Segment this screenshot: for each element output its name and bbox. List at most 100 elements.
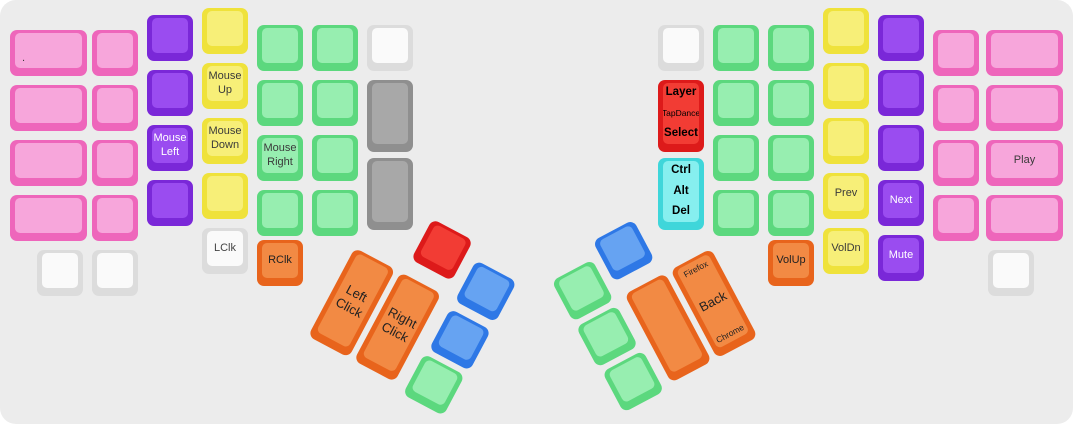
key-label: Mouse <box>208 70 242 83</box>
key-purple-blank[interactable] <box>147 180 193 226</box>
key-pink-blank[interactable] <box>986 85 1063 131</box>
keycap-surface <box>718 138 754 173</box>
keycap-surface <box>993 253 1029 288</box>
keycap-surface <box>718 193 754 228</box>
keycap-surface <box>97 253 133 288</box>
key-pink-blank[interactable] <box>986 195 1063 241</box>
key-yellow-blank[interactable] <box>823 118 869 164</box>
keycap-surface <box>97 88 133 123</box>
keycap-surface <box>15 198 82 233</box>
keycap-surface <box>15 143 82 178</box>
keycap-surface <box>97 33 133 68</box>
key-voldn[interactable]: VolDn <box>823 228 869 274</box>
key-mute[interactable]: Mute <box>878 235 924 281</box>
key-green-blank[interactable] <box>768 190 814 236</box>
keycap-surface <box>883 128 919 163</box>
key-green-blank[interactable] <box>713 190 759 236</box>
key-green-blank[interactable] <box>257 25 303 71</box>
keycap-surface <box>262 193 298 228</box>
keycap-surface: Mute <box>883 238 919 273</box>
keycap-surface <box>462 265 512 313</box>
key-rclk[interactable]: RClk <box>257 240 303 286</box>
key-pink-blank[interactable] <box>933 85 979 131</box>
keycap-surface <box>317 193 353 228</box>
key-green-blank[interactable] <box>312 80 358 126</box>
key-green-blank[interactable] <box>713 80 759 126</box>
key-white-blank[interactable] <box>37 250 83 296</box>
keycap-surface <box>718 83 754 118</box>
key-purple-blank[interactable] <box>878 125 924 171</box>
key-green-blank[interactable] <box>768 135 814 181</box>
key-gray-blank[interactable] <box>367 80 413 152</box>
key-green-blank[interactable] <box>768 25 814 71</box>
key-pink-blank[interactable] <box>986 30 1063 76</box>
keycap-surface <box>372 28 408 63</box>
key-pink-blank[interactable] <box>92 30 138 76</box>
key-purple-blank[interactable] <box>147 15 193 61</box>
key-label: Back <box>696 287 729 315</box>
key-pink-blank[interactable] <box>10 140 87 186</box>
key-purple-blank[interactable] <box>878 70 924 116</box>
keycap-surface <box>773 83 809 118</box>
keycap-surface <box>991 88 1058 123</box>
keycap-surface <box>938 143 974 178</box>
key-pink-blank[interactable] <box>92 85 138 131</box>
key-white-blank[interactable] <box>988 250 1034 296</box>
key-volup[interactable]: VolUp <box>768 240 814 286</box>
key-green-blank[interactable] <box>713 135 759 181</box>
key-label: Up <box>217 83 233 96</box>
key-period[interactable]: . <box>10 30 87 76</box>
keycap-surface <box>410 358 460 407</box>
key-next[interactable]: Next <box>878 180 924 226</box>
key-pink-blank[interactable] <box>10 195 87 241</box>
key-prev[interactable]: Prev <box>823 173 869 219</box>
key-label: Next <box>889 193 913 206</box>
keycap-surface: LClk <box>207 231 243 266</box>
key-white-blank[interactable] <box>367 25 413 71</box>
keycap-surface: . <box>15 33 82 68</box>
key-pink-blank[interactable] <box>92 140 138 186</box>
key-play[interactable]: Play <box>986 140 1063 186</box>
key-yellow-blank[interactable] <box>823 8 869 54</box>
key-green-blank[interactable] <box>312 190 358 236</box>
key-label: Chrome <box>714 321 746 345</box>
key-yellow-blank[interactable] <box>202 8 248 54</box>
key-purple-blank[interactable] <box>147 70 193 116</box>
key-pink-blank[interactable] <box>92 195 138 241</box>
key-green-blank[interactable] <box>257 80 303 126</box>
keycap-surface <box>883 73 919 108</box>
key-pink-blank[interactable] <box>933 30 979 76</box>
key-green-blank[interactable] <box>713 25 759 71</box>
key-purple-blank[interactable] <box>878 15 924 61</box>
key-yellow-blank[interactable] <box>823 63 869 109</box>
key-pink-blank[interactable] <box>933 140 979 186</box>
key-lclk[interactable]: LClk <box>202 228 248 274</box>
key-green-blank[interactable] <box>257 190 303 236</box>
key-red-blank[interactable] <box>410 218 474 282</box>
key-pink-blank[interactable] <box>933 195 979 241</box>
key-label: Left <box>160 145 180 158</box>
key-pink-blank[interactable] <box>10 85 87 131</box>
key-white-blank[interactable] <box>658 25 704 71</box>
keycap-surface: Prev <box>828 176 864 211</box>
key-blue-blank[interactable] <box>454 260 517 323</box>
key-label: Layer <box>665 86 697 98</box>
keycap-surface <box>828 11 864 46</box>
key-white-blank[interactable] <box>92 250 138 296</box>
key-blue-blank[interactable] <box>592 219 655 282</box>
key-label: Prev <box>834 186 858 199</box>
key-green-blank[interactable] <box>312 25 358 71</box>
keycap-surface: Play <box>991 143 1058 178</box>
key-gray-blank[interactable] <box>367 158 413 230</box>
key-yellow-blank[interactable] <box>202 173 248 219</box>
key-green-blank[interactable] <box>768 80 814 126</box>
key-green-blank[interactable] <box>312 135 358 181</box>
